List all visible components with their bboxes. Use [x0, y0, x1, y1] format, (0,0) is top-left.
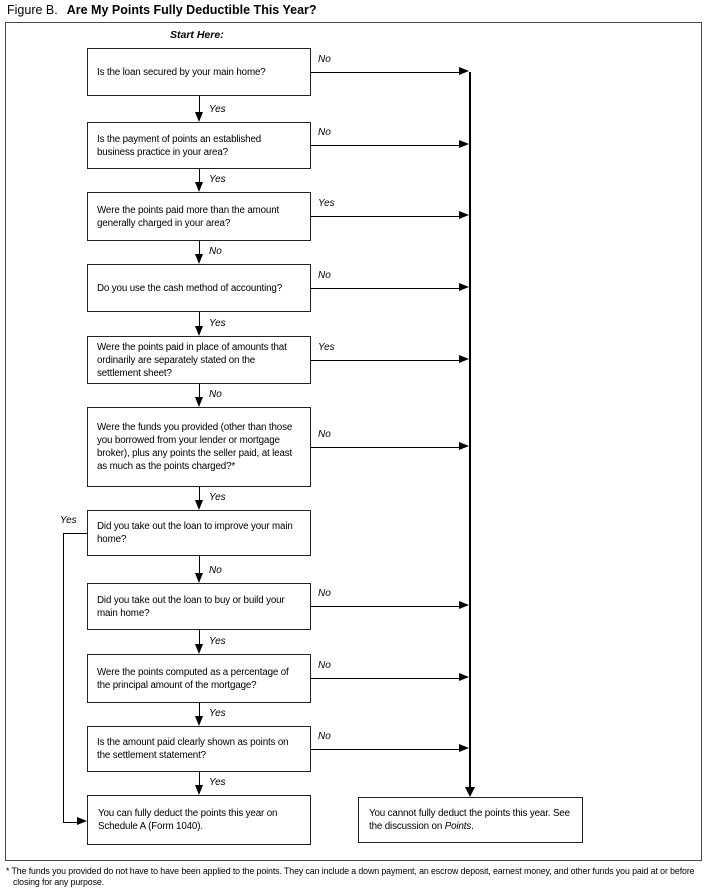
question-box-1: Is the loan secured by your main home? — [87, 48, 311, 96]
down-branch-label-8: Yes — [209, 636, 226, 647]
arrow-down-icon — [195, 254, 203, 264]
connector-line — [311, 678, 459, 679]
footnote: * The funds you provided do not have to … — [6, 866, 695, 887]
side-branch-label-10: No — [318, 731, 331, 742]
arrow-down-icon — [195, 500, 203, 510]
connector-line — [199, 772, 200, 786]
side-branch-label-6: No — [318, 429, 331, 440]
connector-line — [199, 630, 200, 645]
question-text-3: Were the points paid more than the amoun… — [97, 204, 280, 229]
connector-line — [63, 533, 64, 822]
arrow-down-icon — [465, 787, 475, 797]
down-branch-label-6: Yes — [209, 492, 226, 503]
down-branch-label-3: No — [209, 246, 222, 257]
question-text-9: Were the points computed as a percentage… — [97, 666, 289, 691]
question-text-8: Did you take out the loan to buy or buil… — [97, 594, 285, 619]
side-branch-label-9: No — [318, 660, 331, 671]
connector-line — [311, 145, 459, 146]
connector-line — [311, 606, 459, 607]
outcome-box-no-deduct: You cannot fully deduct the points this … — [358, 797, 583, 843]
question-text-2: Is the payment of points an established … — [97, 133, 262, 158]
arrow-down-icon — [195, 716, 203, 726]
start-here-label: Start Here: — [170, 29, 224, 41]
connector-line — [199, 169, 200, 183]
question-box-2: Is the payment of points an established … — [87, 122, 311, 169]
arrow-right-icon — [459, 744, 469, 752]
side-branch-label-2: No — [318, 127, 331, 138]
question-box-7: Did you take out the loan to improve you… — [87, 510, 311, 556]
arrow-down-icon — [195, 573, 203, 583]
connector-line — [311, 447, 459, 448]
arrow-right-icon — [459, 355, 469, 363]
points-reference-italic: Points — [444, 821, 472, 832]
arrow-right-icon — [459, 211, 469, 219]
side-branch-label-5: Yes — [318, 342, 335, 353]
question-text-4: Do you use the cash method of accounting… — [97, 282, 283, 294]
arrow-down-icon — [195, 644, 203, 654]
connector-line — [199, 312, 200, 327]
outcome-box-deduct: You can fully deduct the points this yea… — [87, 795, 311, 845]
connector-line — [311, 72, 459, 73]
trunk-line — [469, 72, 471, 787]
side-branch-label-8: No — [318, 588, 331, 599]
figure-title: Figure B. Are My Points Fully Deductible … — [7, 3, 317, 17]
question-text-5: Were the points paid in place of amounts… — [97, 341, 287, 379]
down-branch-label-5: No — [209, 389, 222, 400]
question-text-10: Is the amount paid clearly shown as poin… — [97, 737, 289, 761]
down-branch-label-4: Yes — [209, 318, 226, 329]
connector-line — [311, 288, 459, 289]
arrow-right-icon — [459, 601, 469, 609]
connector-line — [63, 533, 87, 534]
arrow-down-icon — [195, 112, 203, 122]
down-branch-label-9: Yes — [209, 708, 226, 719]
figure-title-main: Are My Points Fully Deductible This Year… — [66, 3, 317, 17]
connector-line — [311, 749, 459, 750]
question-text-1: Is the loan secured by your main home? — [97, 66, 266, 78]
question-box-10: Is the amount paid clearly shown as poin… — [87, 726, 311, 772]
side-branch-label-3: Yes — [318, 198, 335, 209]
arrow-right-icon — [459, 673, 469, 681]
arrow-down-icon — [195, 785, 203, 795]
connector-line — [199, 487, 200, 501]
outcome-no-deduct-text: You cannot fully deduct the points this … — [369, 808, 570, 832]
down-branch-label-10: Yes — [209, 777, 226, 788]
outcome-deduct-text: You can fully deduct the points this yea… — [98, 808, 278, 832]
arrow-down-icon — [195, 397, 203, 407]
connector-line — [311, 216, 459, 217]
down-branch-label-7: No — [209, 565, 222, 576]
arrow-right-icon — [459, 442, 469, 450]
arrow-right-icon — [459, 67, 469, 75]
connector-line — [199, 384, 200, 398]
question-box-9: Were the points computed as a percentage… — [87, 654, 311, 703]
arrow-right-icon — [459, 283, 469, 291]
question-box-5: Were the points paid in place of amounts… — [87, 336, 311, 384]
question-text-6: Were the funds you provided (other than … — [97, 422, 293, 472]
arrow-down-icon — [195, 182, 203, 192]
connector-line — [199, 556, 200, 574]
connector-line — [311, 360, 459, 361]
question-box-4: Do you use the cash method of accounting… — [87, 264, 311, 312]
down-branch-label-2: Yes — [209, 174, 226, 185]
question-box-6: Were the funds you provided (other than … — [87, 407, 311, 487]
side-branch-label-4: No — [318, 270, 331, 281]
side-branch-label-1: No — [318, 54, 331, 65]
connector-line — [199, 96, 200, 113]
connector-line — [63, 822, 77, 823]
connector-line — [199, 703, 200, 717]
connector-line — [199, 241, 200, 255]
side-branch-label-7: Yes — [60, 515, 77, 526]
arrow-right-icon — [459, 140, 469, 148]
down-branch-label-1: Yes — [209, 104, 226, 115]
question-text-7: Did you take out the loan to improve you… — [97, 521, 293, 545]
question-box-8: Did you take out the loan to buy or buil… — [87, 583, 311, 630]
arrow-down-icon — [195, 326, 203, 336]
figure-title-prefix: Figure B. — [7, 3, 58, 17]
arrow-right-icon — [77, 817, 87, 825]
question-box-3: Were the points paid more than the amoun… — [87, 192, 311, 241]
